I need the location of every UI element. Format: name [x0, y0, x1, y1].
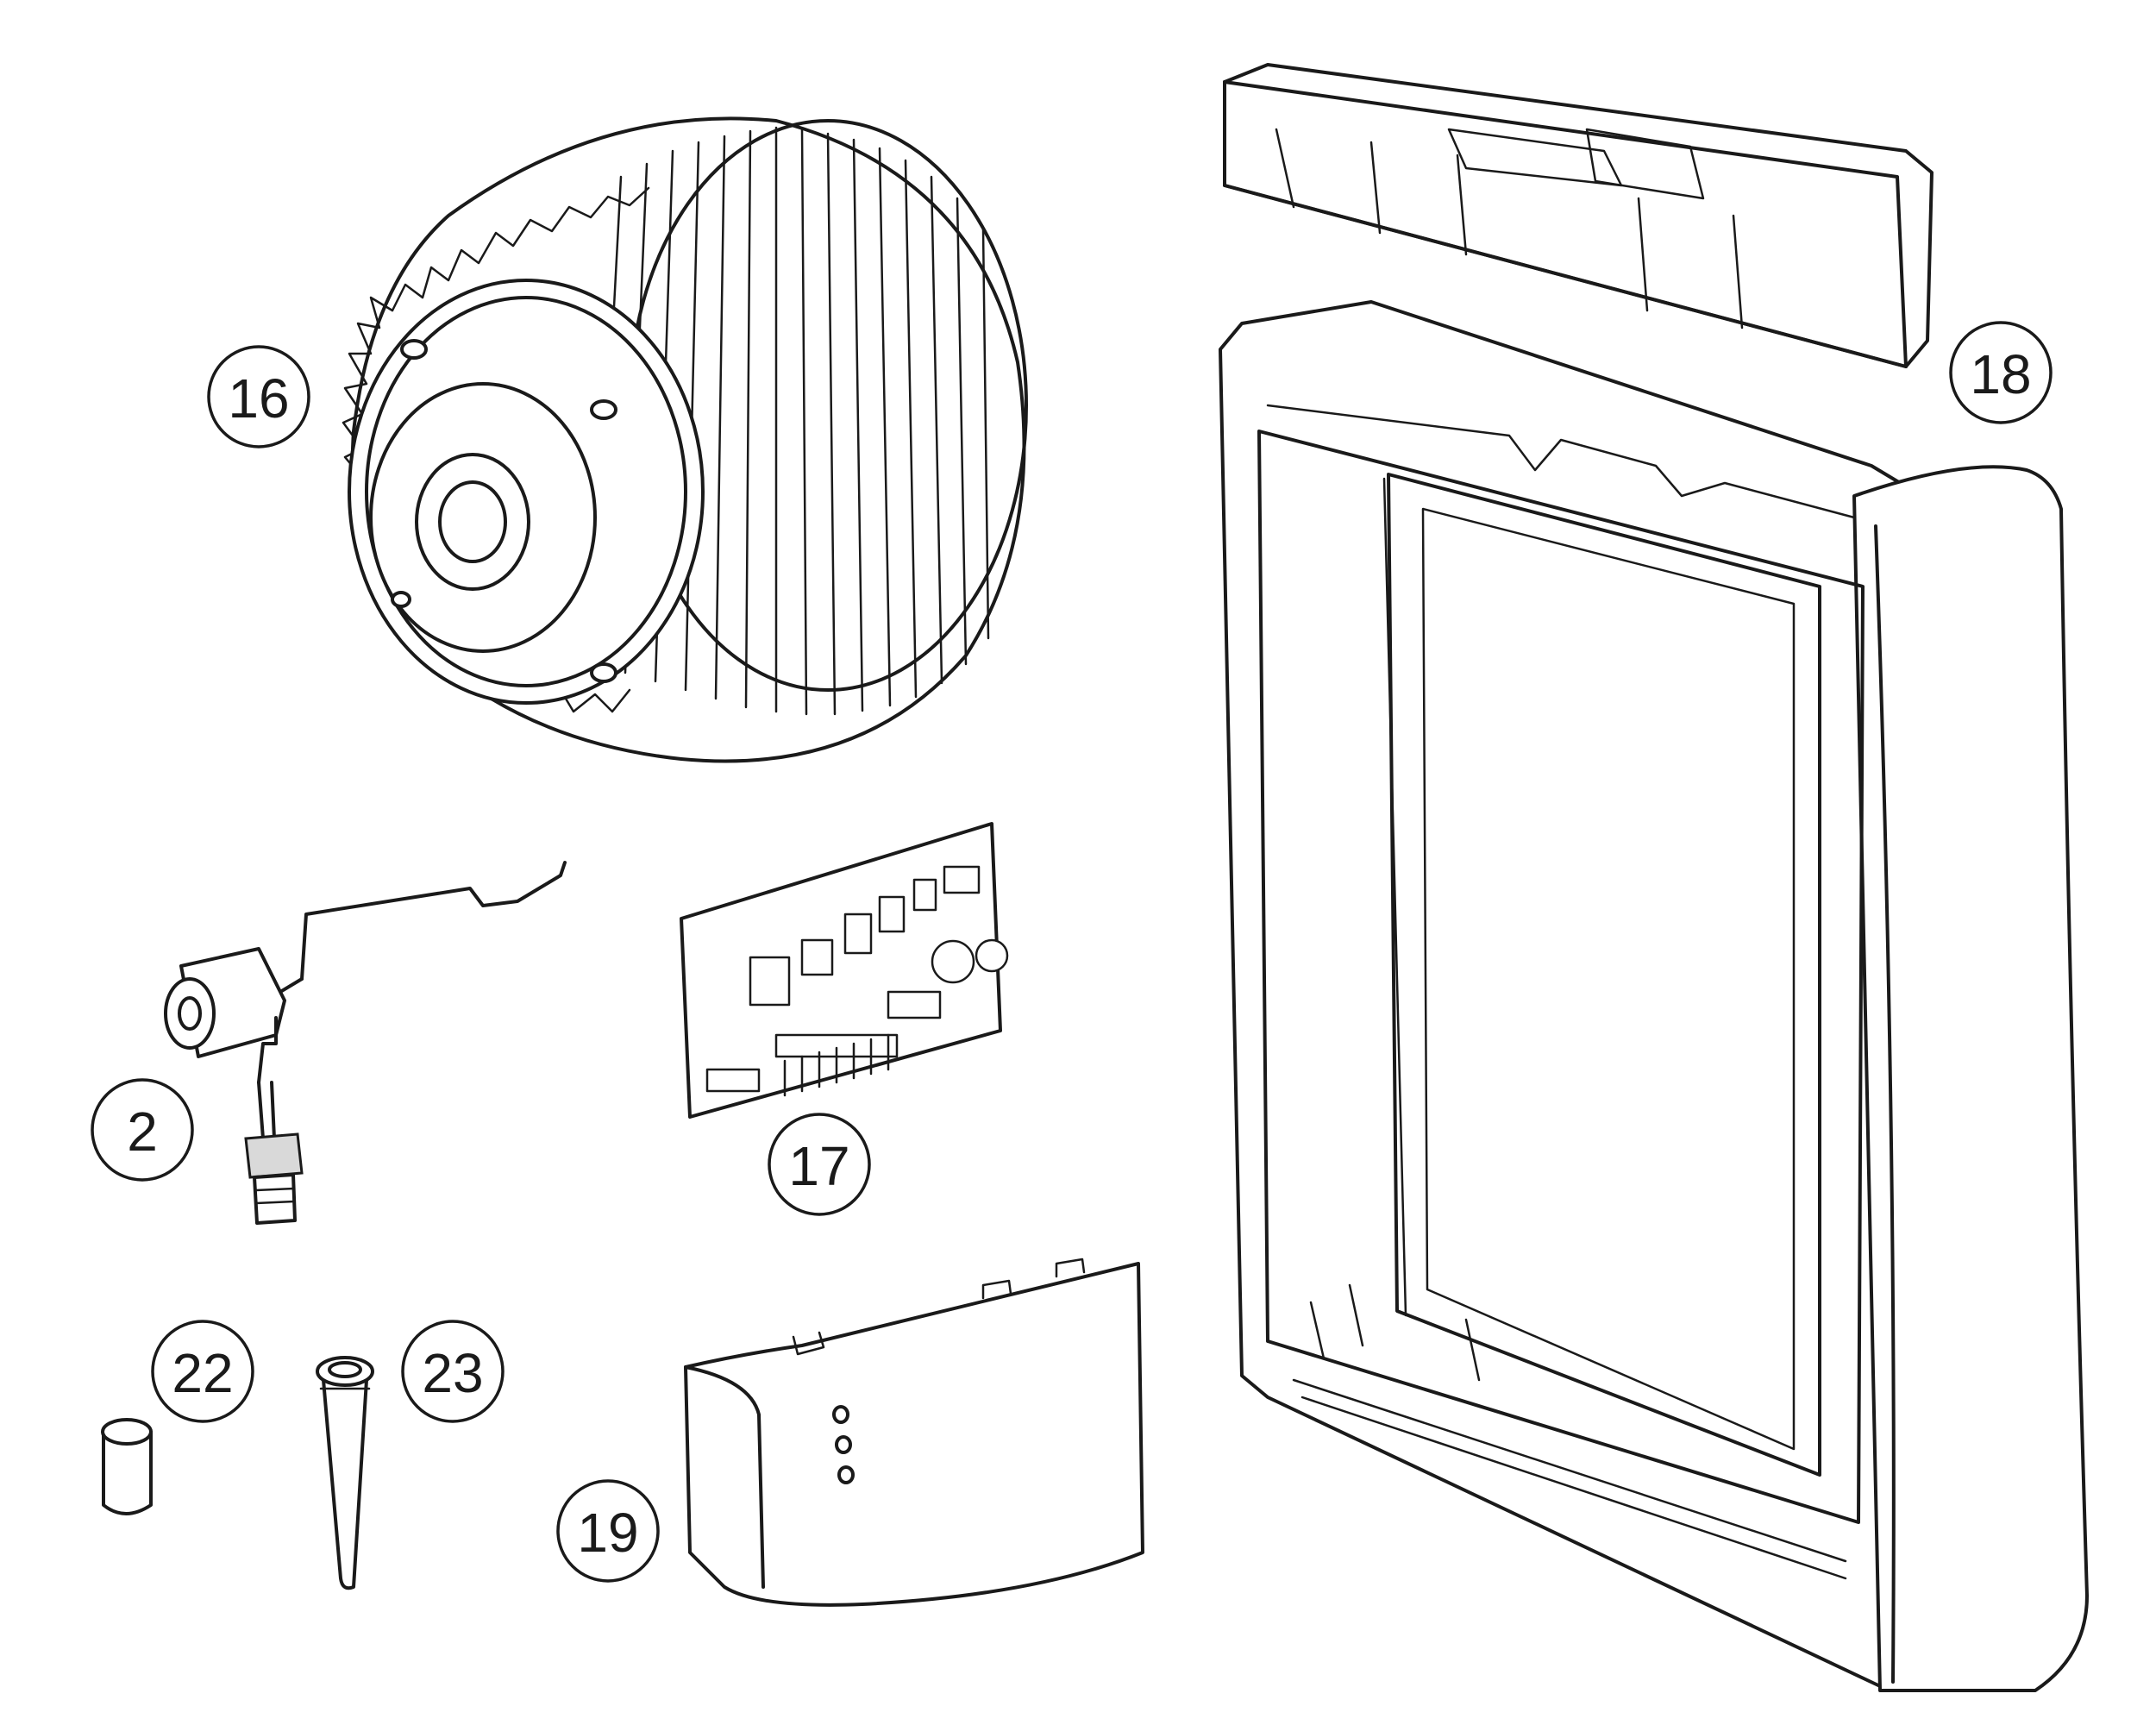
callout-16: 16	[207, 345, 310, 448]
float-switch	[164, 861, 567, 1225]
callout-19: 19	[556, 1479, 660, 1583]
callout-17: 17	[768, 1113, 871, 1216]
callout-23-label: 23	[422, 1342, 483, 1404]
front-frame	[1219, 300, 2089, 1692]
callout-19-label: 19	[577, 1502, 638, 1564]
control-board	[680, 822, 1009, 1119]
callout-2: 2	[91, 1078, 194, 1182]
callout-18: 18	[1949, 321, 2053, 424]
callout-17-label: 17	[788, 1135, 849, 1197]
callout-22-label: 22	[172, 1342, 233, 1404]
top-cover	[1223, 63, 1934, 368]
tube	[316, 1356, 374, 1590]
sleeve	[101, 1418, 153, 1515]
callout-23: 23	[401, 1320, 505, 1423]
callout-16-label: 16	[228, 367, 289, 430]
callout-18-label: 18	[1970, 343, 2031, 405]
blower-wheel-assembly	[342, 116, 1028, 763]
callout-2-label: 2	[127, 1101, 158, 1163]
front-panel	[684, 1258, 1144, 1607]
callout-22: 22	[151, 1320, 254, 1423]
